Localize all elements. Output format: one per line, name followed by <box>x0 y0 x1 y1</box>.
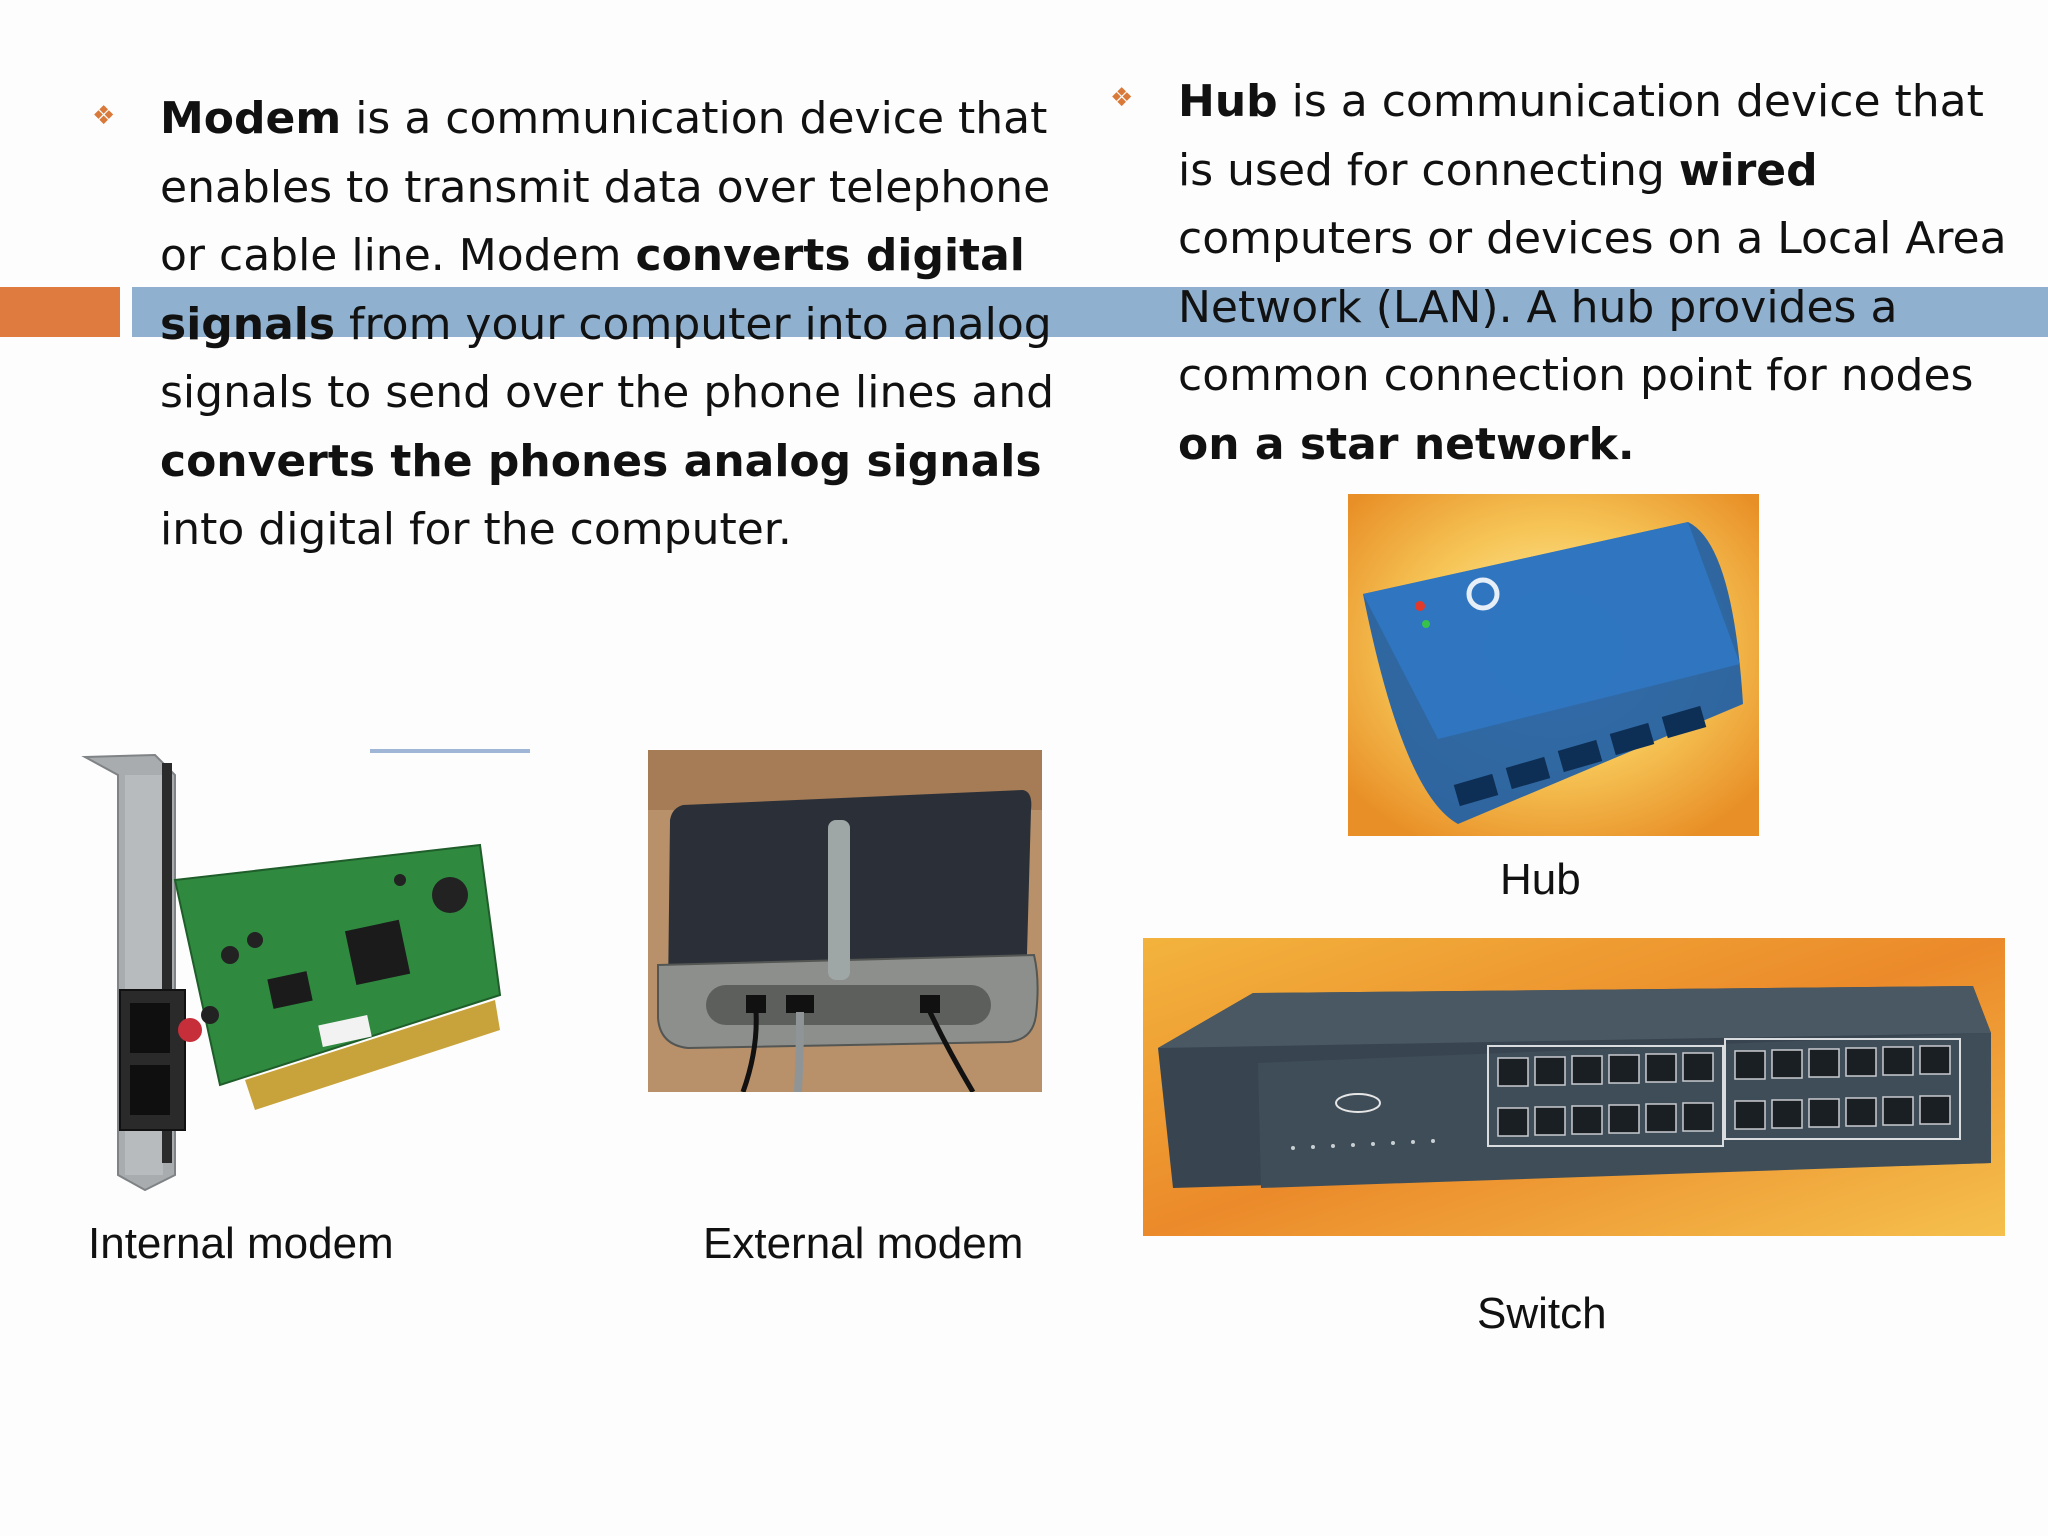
switch-image <box>1143 938 2005 1236</box>
modem-description: Modem is a communication device that ena… <box>160 93 1055 555</box>
hub-image <box>1348 494 1759 836</box>
bullet-diamond-icon: ❖ <box>92 101 116 131</box>
internal-modem-image <box>70 745 530 1195</box>
term-modem: Modem <box>160 93 342 144</box>
hub-description: Hub is a communication device that is us… <box>1178 76 2007 470</box>
caption-switch: Switch <box>1477 1289 1607 1338</box>
term-hub: Hub <box>1178 76 1278 127</box>
accent-bar-orange <box>0 287 120 337</box>
caption-internal-modem: Internal modem <box>88 1219 394 1268</box>
bullet-diamond-icon: ❖ <box>1110 83 1134 113</box>
caption-external-modem: External modem <box>703 1219 1024 1268</box>
external-modem-image <box>648 750 1042 1092</box>
caption-hub: Hub <box>1500 855 1581 904</box>
accent-bar-blue <box>132 287 2048 337</box>
